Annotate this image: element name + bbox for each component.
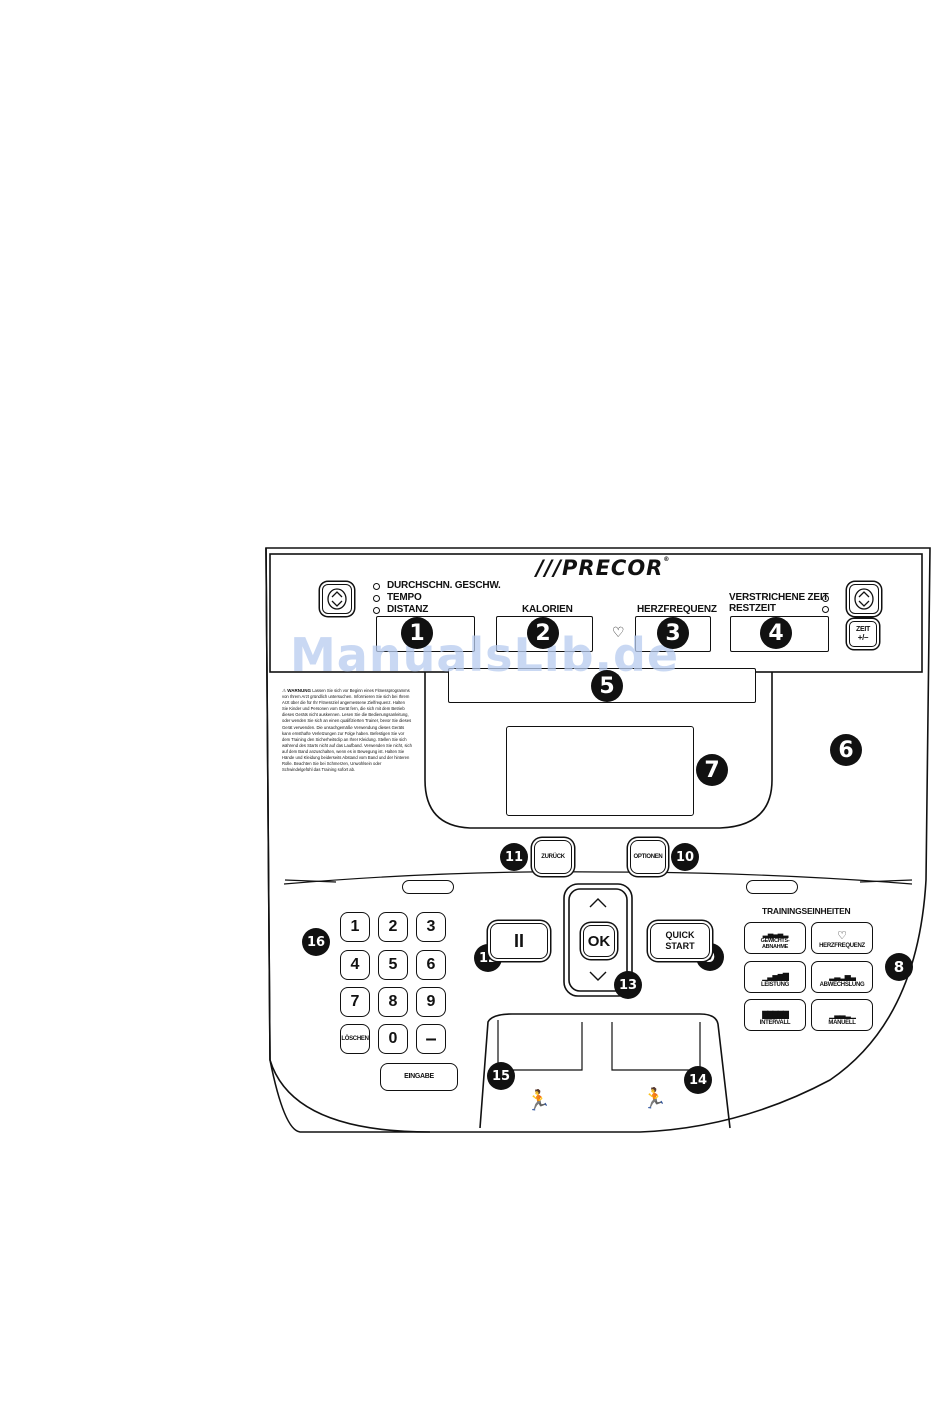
program-label: LEISTUNG [761, 982, 789, 988]
indicator-restzeit [822, 606, 829, 613]
program-abwechslung[interactable]: ▂▃▂▅▃ ABWECHSLUNG [811, 961, 873, 993]
warning-body: Lassen Sie sich vor Beginn eines Fitness… [282, 688, 412, 773]
ok-button[interactable]: OK [583, 925, 615, 957]
key-4[interactable]: 4 [340, 950, 370, 980]
updown-icon [327, 588, 347, 610]
program-gewichtsabnahme[interactable]: ▂▄▃▄▂ GEWICHTS-ABNAHME [744, 922, 806, 954]
start-label: START [665, 941, 695, 951]
program-profile-icon: ▁▃▃▂▁ [829, 1010, 856, 1019]
key-7[interactable]: 7 [340, 987, 370, 1017]
updown-icon [854, 588, 874, 610]
zurueck-label: ZURÜCK [541, 854, 565, 860]
speed-runner-icon: 🏃 [642, 1088, 667, 1110]
zurueck-button[interactable]: ZURÜCK [534, 840, 572, 874]
arrow-down-button[interactable] [584, 968, 612, 986]
label-verstrichene-zeit: VERSTRICHENE ZEIT [729, 592, 829, 603]
optionen-button[interactable]: OPTIONEN [630, 840, 666, 874]
trainings-title: TRAININGSEINHEITEN [762, 906, 851, 916]
warning-text-block: ⚠ WARNUNG Lassen Sie sich vor Beginn ein… [282, 688, 412, 773]
callout-5: 5 [591, 670, 623, 702]
heart-icon: ♡ [837, 930, 847, 942]
warning-title: ⚠ WARNUNG [282, 688, 312, 693]
indicator-distanz [373, 607, 380, 614]
label-kalorien: KALORIEN [522, 604, 573, 615]
label-restzeit: RESTZEIT [729, 603, 776, 614]
program-herzfrequenz[interactable]: ♡ HERZFREQUENZ [811, 922, 873, 954]
key-loeschen[interactable]: LÖSCHEN [340, 1024, 370, 1054]
key-8[interactable]: 8 [378, 987, 408, 1017]
indicator-tempo [373, 595, 380, 602]
program-label: ABWECHSLUNG [819, 982, 865, 988]
program-label: INTERVALL [759, 1020, 791, 1026]
watermark: ManualsLib.de [290, 628, 680, 682]
quick-start-button[interactable]: QUICK START [650, 923, 710, 959]
eingabe-button[interactable]: EINGABE [380, 1063, 458, 1091]
label-herzfrequenz: HERZFREQUENZ [637, 604, 717, 615]
registered-mark: ® [663, 556, 671, 563]
center-screen [506, 726, 694, 816]
program-label: GEWICHTS-ABNAHME [760, 938, 790, 950]
zeit-label: ZEIT [856, 626, 870, 633]
key-6[interactable]: 6 [416, 950, 446, 980]
precor-logo: ///PRECOR® [536, 556, 670, 580]
left-updown-button[interactable] [322, 584, 352, 614]
label-durchschn-geschw: DURCHSCHN. GESCHW. [387, 580, 501, 591]
quick-label: QUICK [665, 930, 695, 940]
logo-text: ///PRECOR [536, 556, 664, 580]
callout-6: 6 [830, 734, 862, 766]
key-9[interactable]: 9 [416, 987, 446, 1017]
callout-11: 11 [500, 843, 528, 871]
zeit-plusminus: +/– [857, 633, 869, 642]
incline-runner-icon: 🏃 [526, 1090, 551, 1112]
key-minus[interactable]: – [416, 1024, 446, 1054]
program-label: MANUELL [828, 1020, 856, 1026]
callout-15: 15 [487, 1062, 515, 1090]
indicator-verstrichene [822, 595, 829, 602]
program-profile-icon: ▂▃▂▅▃ [829, 972, 856, 981]
right-updown-button[interactable] [849, 584, 879, 614]
callout-3: 3 [657, 617, 689, 649]
program-profile-icon: ▁▃▅▆▇ [762, 972, 789, 981]
key-2[interactable]: 2 [378, 912, 408, 942]
callout-4: 4 [760, 617, 792, 649]
callout-1: 1 [401, 617, 433, 649]
heart-icon: ♡ [612, 624, 625, 640]
key-0[interactable]: 0 [378, 1024, 408, 1054]
indicator-durchschn [373, 583, 380, 590]
key-5[interactable]: 5 [378, 950, 408, 980]
callout-8: 8 [885, 953, 913, 981]
callout-10: 10 [671, 843, 699, 871]
arrow-up-button[interactable] [584, 894, 612, 912]
optionen-label: OPTIONEN [633, 854, 663, 860]
ok-label: OK [587, 932, 611, 950]
label-distanz: DISTANZ [387, 604, 429, 615]
program-profile-icon: ▇▇▇▇▇ [762, 1010, 789, 1019]
label-tempo: TEMPO [387, 592, 422, 603]
slot-right [746, 880, 798, 894]
callout-16: 16 [302, 928, 330, 956]
program-manuell[interactable]: ▁▃▃▂▁ MANUELL [811, 999, 873, 1031]
key-3[interactable]: 3 [416, 912, 446, 942]
loeschen-label: LÖSCHEN [341, 1036, 369, 1042]
eingabe-label: EINGABE [404, 1073, 434, 1080]
key-1[interactable]: 1 [340, 912, 370, 942]
program-profile-icon: ▂▄▃▄▂ [762, 929, 789, 938]
callout-14: 14 [684, 1066, 712, 1094]
pause-button[interactable]: II [490, 923, 548, 959]
callout-7: 7 [696, 754, 728, 786]
slot-left [402, 880, 454, 894]
pause-icon: II [513, 930, 524, 951]
program-leistung[interactable]: ▁▃▅▆▇ LEISTUNG [744, 961, 806, 993]
callout-2: 2 [527, 617, 559, 649]
program-label: HERZFREQUENZ [819, 943, 865, 949]
program-intervall[interactable]: ▇▇▇▇▇ INTERVALL [744, 999, 806, 1031]
callout-13: 13 [614, 971, 642, 999]
zeit-plusminus-button[interactable]: ZEIT +/– [849, 621, 877, 647]
